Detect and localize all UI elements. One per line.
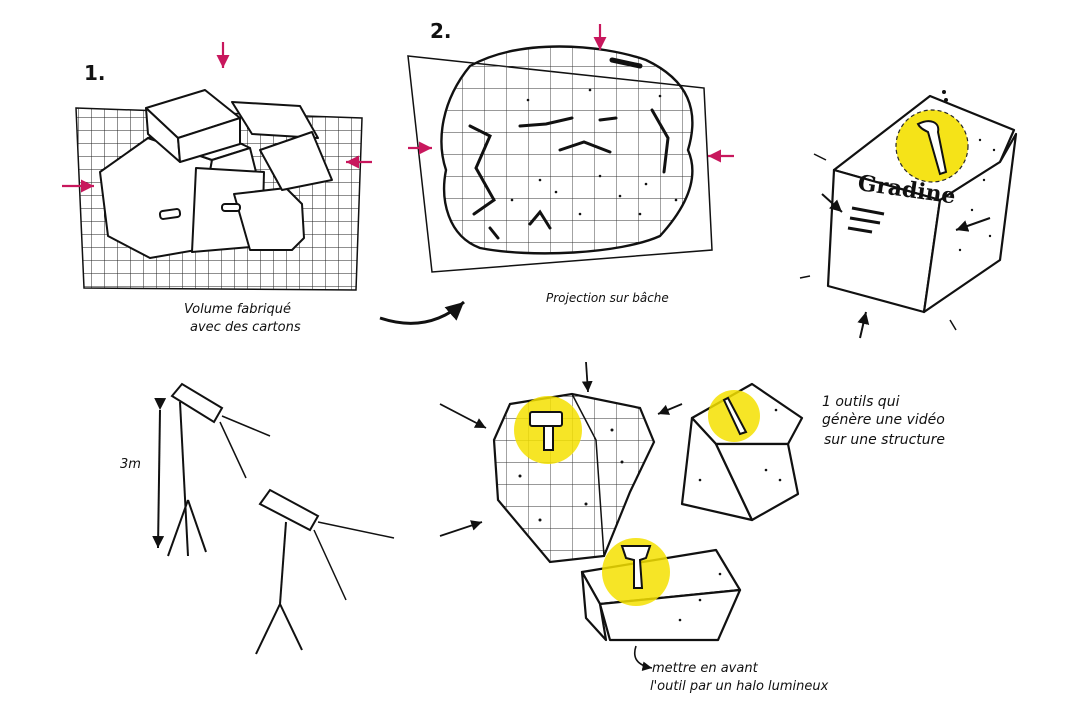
step2-group: 2. Projection sur bâche: [407, 19, 734, 305]
step2-arrows: [408, 24, 734, 163]
tools-note-line2: génère une vidéo: [822, 412, 945, 428]
pressure-arrows: [62, 42, 372, 193]
height-label: 3m: [120, 457, 141, 472]
hammer-icon: [529, 411, 563, 451]
flat-chisel-icon: [620, 545, 652, 589]
step2-number: 2.: [430, 19, 452, 43]
tools-note-line3: sur une structure: [824, 432, 945, 448]
projector-setup: [152, 382, 395, 655]
rock-dots: [510, 88, 678, 216]
step1-caption-line1: Volume fabriqué: [184, 302, 291, 317]
gradine-text-lines: [847, 206, 885, 234]
projected-rock: [440, 45, 694, 255]
chisel-block: [680, 382, 804, 522]
projection-arrows: [439, 361, 683, 537]
step1-number: 1.: [84, 61, 106, 85]
step2-caption: Projection sur bâche: [546, 291, 669, 305]
notes: 1 outils qui génère une vidéo sur une st…: [633, 394, 945, 694]
rock-cracks: [468, 57, 670, 240]
height-arrow: [152, 397, 167, 549]
projection-structure: [492, 392, 656, 564]
halo-note-line2: l'outil par un halo lumineux: [650, 679, 829, 694]
halo-note-line1: mettre en avant: [652, 661, 759, 676]
projector-2: [255, 488, 395, 655]
chisel-icon: [722, 396, 748, 436]
step1-group: 1. Volume fabriqué avec des cartons: [62, 42, 372, 335]
transition-arrow: [379, 300, 465, 325]
halo-note-arrow: [633, 645, 653, 672]
cardboard-boxes: [99, 89, 333, 259]
step1-caption-line2: avec des cartons: [190, 320, 301, 335]
gradine-speckles: [942, 90, 996, 252]
projector-1: [167, 382, 271, 557]
gradine-chisel-icon: [916, 120, 948, 176]
gradine-glow-ticks: [799, 153, 957, 331]
flat-chisel-block: [580, 538, 742, 642]
tools-note-line1: 1 outils qui: [822, 394, 900, 410]
gradine-block: Gradine: [799, 90, 1018, 339]
gradine-arrows: [821, 193, 991, 339]
